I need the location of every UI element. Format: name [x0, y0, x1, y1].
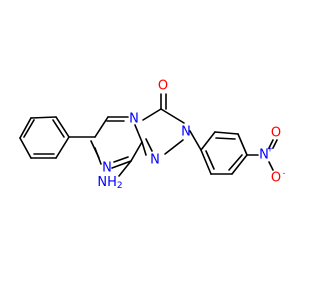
- bond: [189, 130, 202, 151]
- bond-layer: [19, 93, 278, 177]
- bond: [237, 133, 248, 156]
- amino-main-label: NH: [97, 175, 117, 190]
- bond: [134, 124, 143, 143]
- bond: [214, 131, 239, 135]
- bond: [55, 116, 70, 138]
- bond: [142, 108, 162, 121]
- bond: [90, 140, 100, 159]
- bond: [19, 137, 32, 159]
- nitro-n-label: N: [259, 148, 269, 163]
- bond: [160, 108, 185, 124]
- bond: [111, 160, 132, 169]
- bond: [141, 141, 147, 156]
- bond: [268, 161, 274, 171]
- atom-label-layer: NH2 N N N N O N + O O -: [97, 79, 285, 192]
- bond: [272, 139, 278, 149]
- bond: [228, 154, 243, 171]
- bond: [205, 150, 215, 170]
- nitro-oxygen-top-label: O: [271, 126, 281, 141]
- bond: [231, 154, 248, 175]
- carbonyl-oxygen-label: O: [158, 79, 168, 94]
- bond: [118, 160, 132, 177]
- bond: [268, 139, 274, 149]
- amino-subscript-label: 2: [117, 181, 123, 191]
- n-pyrazine-bottom-label: N: [102, 161, 112, 176]
- bond: [94, 116, 109, 138]
- n-triazole-bottom-label: N: [150, 153, 160, 168]
- bond: [164, 139, 184, 155]
- amino-label: NH2: [97, 175, 122, 192]
- n-bridge-label: N: [129, 112, 139, 127]
- molecule-diagram: NH2 N N N N O N + O O -: [19, 79, 286, 192]
- bond: [215, 137, 236, 140]
- nitro-oxygen-bottom-label: O: [271, 171, 281, 186]
- bond: [113, 156, 129, 163]
- nitro-oxygen-charge-label: -: [283, 169, 286, 178]
- bond: [200, 149, 212, 175]
- bond: [52, 119, 65, 138]
- bond: [130, 141, 143, 162]
- bond: [23, 119, 35, 138]
- bond: [200, 131, 216, 151]
- bond: [30, 116, 57, 119]
- bond: [145, 138, 153, 152]
- bond: [55, 136, 70, 159]
- bond: [19, 117, 32, 139]
- n-triazole-right-label: N: [181, 125, 191, 140]
- nitro-n-charge-label: +: [267, 145, 274, 154]
